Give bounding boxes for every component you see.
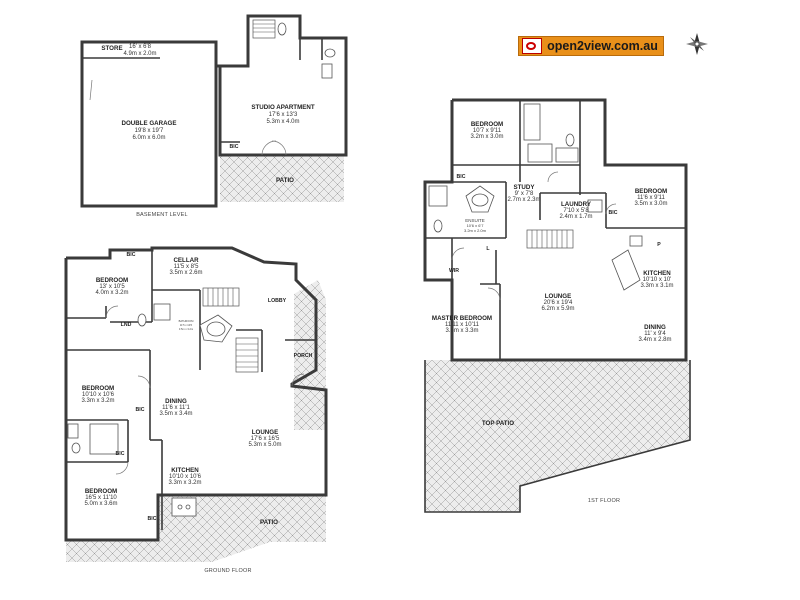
ground-kitchen-label: KITCHEN — [171, 467, 199, 474]
ensuite-label: ENSUITE — [465, 218, 485, 223]
ground-bedroom1-label: BEDROOM — [96, 277, 128, 284]
ground-kitchen-dimensions: 10'10 x 10'6 — [169, 474, 202, 480]
first-bedroom1-label: BEDROOM — [471, 121, 503, 128]
laundry-metric: 2.4m x 1.7m — [559, 214, 592, 220]
pantry-mark-label: P — [657, 242, 661, 248]
first-floor-label: 1ST FLOOR — [588, 498, 620, 504]
ground-lounge-metric: 5.3m x 5.0m — [248, 442, 281, 448]
studio-metric: 5.3m x 4.0m — [266, 119, 299, 125]
ground-stairs-upper — [202, 287, 240, 307]
first-bedroom1-metric: 3.2m x 3.0m — [470, 134, 503, 140]
ensuite-metric: 3.2m x 2.0m — [464, 228, 487, 233]
ground-side-deck — [294, 280, 326, 430]
ground-lounge-dimensions: 17'6 x 16'5 — [251, 436, 280, 442]
first-dining-dimensions: 11' x 9'4 — [644, 331, 666, 337]
ground-lounge-label: LOUNGE — [252, 429, 278, 436]
store-metric: 4.9m x 2.0m — [123, 51, 156, 57]
ground-bedroom1-dimensions: 13' x 10'5 — [99, 284, 125, 290]
first-bedroom2-dimensions: 11'6 x 9'11 — [637, 195, 665, 201]
study-label: STUDY — [514, 184, 536, 191]
basement-level-label: BASEMENT LEVEL — [136, 212, 188, 218]
first-bic2-label: BIC — [609, 210, 618, 216]
cellar-dimensions: 11'5 x 8'5 — [174, 264, 200, 270]
ground-bic2-label: BIC — [136, 407, 145, 413]
laundry-dimensions: 7'10 x 5'8 — [563, 208, 589, 214]
first-kitchen-label: KITCHEN — [643, 270, 671, 277]
ground-bedroom3-metric: 5.0m x 3.6m — [84, 501, 117, 507]
first-dining-label: DINING — [644, 324, 666, 331]
open2view-badge-icon — [522, 38, 542, 54]
store-dimensions: 16' x 6'8 — [129, 44, 152, 50]
top-patio-label: TOP PATIO — [482, 420, 514, 427]
ground-floor-label: GROUND FLOOR — [204, 568, 251, 574]
ground-dining-label: DINING — [165, 398, 187, 405]
ground-kitchen-metric: 3.3m x 3.2m — [168, 480, 201, 486]
porch-label: PORCH — [294, 353, 313, 359]
ground-patio-area — [66, 495, 326, 562]
ground-bedroom2-dimensions: 10'10 x 10'6 — [82, 392, 115, 398]
first-floor-stairs — [526, 229, 574, 249]
first-lounge-dimensions: 20'6 x 19'4 — [544, 300, 573, 306]
first-kitchen-metric: 3.3m x 3.1m — [640, 283, 673, 289]
ground-floor: BIC CELLAR 11'5 x 8'5 3.5m x 2.6m BEDROO… — [64, 246, 328, 574]
wir-label: WIR — [449, 268, 459, 274]
ground-bathroom-label: BATHROOM — [179, 319, 194, 323]
ground-bedroom1-metric: 4.0m x 3.2m — [95, 290, 128, 296]
laundry-short-label: LND — [121, 322, 132, 328]
ground-bathroom-dimensions: 11'5 x 10'6 — [180, 323, 193, 327]
studio-dimensions: 17'6 x 13'3 — [269, 112, 298, 118]
lobby-label: LOBBY — [268, 298, 287, 304]
garage-dimensions: 19'8 x 19'7 — [135, 128, 164, 134]
compass-rose-icon — [686, 33, 708, 55]
linen-mark-label: L — [486, 246, 490, 252]
bathtub-icon — [523, 103, 541, 141]
basement-level: STORE 16' x 6'8 4.9m x 2.0m DOUBLE GARAG… — [80, 14, 348, 218]
master-bedroom-label: MASTER BEDROOM — [432, 315, 492, 322]
garage-label: DOUBLE GARAGE — [121, 120, 176, 127]
basement-stairs — [252, 19, 276, 39]
ground-patio-label: PATIO — [260, 519, 278, 526]
ground-bedroom2-label: BEDROOM — [82, 385, 114, 392]
study-metric: 2.7m x 2.3m — [507, 197, 540, 203]
kitchen-bench-icon — [611, 249, 641, 291]
basement-patio-area — [220, 155, 344, 202]
ground-bathroom-metric: 3.5m x 3.2m — [179, 327, 193, 331]
open2view-logo: open2view.com.au — [518, 36, 664, 56]
ground-stairs-lower — [235, 337, 259, 373]
top-patio-area — [425, 360, 690, 512]
ground-bic-top-label: BIC — [127, 252, 136, 258]
first-kitchen-dimensions: 10'10 x 10' — [643, 277, 672, 283]
studio-label: STUDIO APARTMENT — [251, 104, 314, 111]
first-lounge-metric: 6.2m x 5.9m — [541, 306, 574, 312]
basement-patio-label: PATIO — [276, 177, 294, 184]
first-bedroom2-label: BEDROOM — [635, 188, 667, 195]
cellar-metric: 3.5m x 2.6m — [169, 270, 202, 276]
ground-bedroom2-metric: 3.3m x 3.2m — [81, 398, 114, 404]
first-bic1-label: BIC — [457, 174, 466, 180]
ground-bedroom3-label: BEDROOM — [85, 488, 117, 495]
ensuite-dimensions: 10'6 x 6'7 — [467, 223, 485, 228]
first-dining-metric: 3.4m x 2.8m — [638, 337, 671, 343]
ground-bedroom3-dimensions: 16'5 x 11'10 — [85, 495, 117, 501]
studio-bic-label: BIC — [230, 144, 239, 150]
first-bedroom1-dimensions: 10'7 x 9'11 — [473, 128, 502, 134]
first-bedroom2-metric: 3.5m x 3.0m — [634, 201, 667, 207]
master-bedroom-metric: 3.6m x 3.3m — [445, 328, 478, 334]
master-bedroom-dimensions: 11'11 x 10'11 — [445, 322, 480, 328]
garage-walls — [80, 40, 218, 208]
ground-dining-metric: 3.5m x 3.4m — [159, 411, 192, 417]
ground-dining-dimensions: 11'6 x 11'1 — [162, 405, 190, 411]
ground-bic4-label: BIC — [148, 516, 157, 522]
store-label: STORE — [101, 45, 122, 52]
laundry-label: LAUNDRY — [561, 201, 592, 208]
first-lounge-label: LOUNGE — [545, 293, 571, 300]
garage-metric: 6.0m x 6.0m — [132, 135, 165, 141]
logo-text: open2view.com.au — [547, 39, 658, 53]
study-dimensions: 9' x 7'8 — [515, 191, 534, 197]
first-floor: BEDROOM 10'7 x 9'11 3.2m x 3.0m BIC STUD… — [423, 98, 691, 513]
cellar-label: CELLAR — [173, 257, 199, 264]
ground-bic3-label: BIC — [116, 451, 125, 457]
